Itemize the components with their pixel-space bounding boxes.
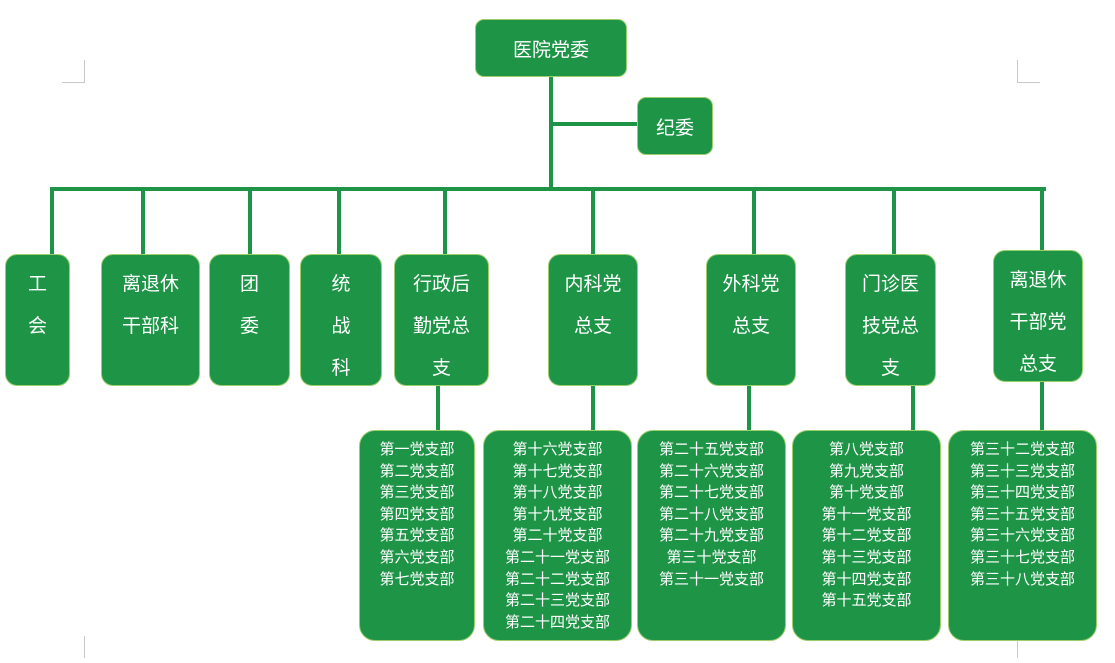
dept-label-line: 支 <box>880 357 900 379</box>
dept-label-line: 委 <box>239 315 259 337</box>
dept-node-internal-medicine[interactable]: 内科党总支 <box>548 254 638 386</box>
connector-line <box>591 386 595 430</box>
dept-label-line: 会 <box>27 315 47 337</box>
branch-item: 第二十六党支部 <box>658 461 764 480</box>
branch-item: 第三十党支部 <box>666 547 757 566</box>
branch-item: 第三十六党支部 <box>969 526 1075 545</box>
dept-node-youth-league[interactable]: 团委 <box>209 254 290 386</box>
connector-line <box>591 189 595 254</box>
branch-item: 第二十三党支部 <box>504 591 610 610</box>
branch-item: 第二十党支部 <box>512 526 603 545</box>
branch-group-surgery[interactable]: 第二十五党支部第二十六党支部第二十七党支部第二十八党支部第二十九党支部第三十党支… <box>637 430 786 641</box>
branch-item: 第二十九党支部 <box>658 526 764 545</box>
branch-item: 第二十一党支部 <box>504 547 610 566</box>
branch-item: 第三十七党支部 <box>969 547 1075 566</box>
connector-line <box>50 189 54 254</box>
connector-line <box>911 386 915 430</box>
dept-label-line: 战 <box>331 315 351 337</box>
dept-node-outpatient-tech[interactable]: 门诊医技党总支 <box>845 254 936 386</box>
crop-mark <box>1017 60 1040 83</box>
dept-node-admin-logistics[interactable]: 行政后勤党总支 <box>394 254 489 386</box>
branch-item: 第二十七党支部 <box>658 483 764 502</box>
dept-label-line: 团 <box>239 273 259 295</box>
branch-item: 第十八党支部 <box>512 483 603 502</box>
branch-item: 第一党支部 <box>379 440 455 458</box>
branch-item: 第二党支部 <box>379 461 455 480</box>
connector-line <box>436 386 440 430</box>
dept-label-line: 支 <box>431 357 451 379</box>
connector-line <box>551 122 638 126</box>
dept-label-line: 勤党总 <box>412 315 470 337</box>
branch-item: 第十一党支部 <box>821 504 912 523</box>
branch-item: 第十七党支部 <box>512 461 603 480</box>
dept-label-line: 行政后 <box>412 273 470 295</box>
connector-line <box>752 189 756 254</box>
crop-mark <box>1017 636 1040 658</box>
dept-label-line: 内科党 <box>564 273 622 295</box>
branch-item: 第三党支部 <box>379 483 455 502</box>
branch-group-outpatient-tech[interactable]: 第八党支部第九党支部第十党支部第十一党支部第十二党支部第十三党支部第十四党支部第… <box>792 430 941 641</box>
branch-item: 第三十五党支部 <box>969 504 1075 523</box>
crop-mark <box>62 636 85 658</box>
branch-item: 第十三党支部 <box>821 547 912 566</box>
branch-item: 第八党支部 <box>828 440 904 458</box>
branch-item: 第十二党支部 <box>821 526 912 545</box>
dept-label-line: 干部党 <box>1009 311 1067 333</box>
dept-label-line: 离退休 <box>1009 269 1067 291</box>
root-label: 医院党委 <box>512 38 589 61</box>
discipline-node[interactable]: 纪委 <box>637 97 713 155</box>
crop-mark <box>62 60 85 83</box>
dept-label-line: 总支 <box>731 315 770 337</box>
dept-label-line: 总支 <box>1018 353 1057 375</box>
connector-line <box>443 189 447 254</box>
branch-item: 第十党支部 <box>828 483 904 502</box>
branch-group-internal-medicine[interactable]: 第十六党支部第十七党支部第十八党支部第十九党支部第二十党支部第二十一党支部第二十… <box>483 430 632 641</box>
dept-node-surgery[interactable]: 外科党总支 <box>706 254 796 386</box>
branch-item: 第十九党支部 <box>512 504 603 523</box>
branch-item: 第二十五党支部 <box>658 440 764 458</box>
branch-group-admin-logistics[interactable]: 第一党支部第二党支部第三党支部第四党支部第五党支部第六党支部第七党支部 <box>359 430 475 641</box>
dept-label-line: 干部科 <box>121 315 179 337</box>
dept-label-line: 科 <box>331 357 351 379</box>
connector-line <box>50 187 1046 191</box>
dept-label-line: 统 <box>331 273 351 295</box>
connector-line <box>549 76 553 191</box>
branch-item: 第三十八党支部 <box>969 569 1075 588</box>
branch-item: 第四党支部 <box>379 504 455 523</box>
dept-label-line: 技党总 <box>861 315 919 337</box>
dept-label-line: 总支 <box>573 315 612 337</box>
dept-node-retired-cadre-dept[interactable]: 离退休干部科 <box>101 254 200 386</box>
branch-item: 第十五党支部 <box>821 591 912 610</box>
branch-item: 第六党支部 <box>379 547 455 566</box>
connector-line <box>1040 382 1044 430</box>
branch-item: 第十六党支部 <box>512 440 603 458</box>
connector-line <box>248 189 252 254</box>
dept-label-line: 离退休 <box>121 273 179 295</box>
dept-node-union[interactable]: 工会 <box>5 254 70 386</box>
branch-item: 第五党支部 <box>379 526 455 545</box>
dept-label-line: 外科党 <box>722 273 780 295</box>
dept-label-line: 门诊医 <box>861 273 919 295</box>
root-node[interactable]: 医院党委 <box>475 19 627 77</box>
branch-item: 第二十八党支部 <box>658 504 764 523</box>
branch-item: 第七党支部 <box>379 569 455 588</box>
connector-line <box>1040 189 1044 250</box>
branch-item: 第三十四党支部 <box>969 483 1075 502</box>
branch-item: 第九党支部 <box>828 461 904 480</box>
connector-line <box>747 386 751 430</box>
connector-line <box>892 189 896 254</box>
dept-node-united-front[interactable]: 统战科 <box>300 254 382 386</box>
discipline-label: 纪委 <box>655 116 694 139</box>
connector-line <box>141 189 145 254</box>
branch-item: 第三十三党支部 <box>969 461 1075 480</box>
branch-item: 第二十四党支部 <box>504 612 610 631</box>
branch-item: 第十四党支部 <box>821 569 912 588</box>
dept-label-line: 工 <box>27 273 47 295</box>
branch-item: 第二十二党支部 <box>504 569 610 588</box>
dept-node-retired-cadre-branch[interactable]: 离退休干部党总支 <box>993 250 1083 382</box>
branch-item: 第三十一党支部 <box>658 569 764 588</box>
connector-line <box>337 189 341 254</box>
branch-item: 第三十二党支部 <box>969 440 1075 458</box>
branch-group-retired-cadre-branch[interactable]: 第三十二党支部第三十三党支部第三十四党支部第三十五党支部第三十六党支部第三十七党… <box>948 430 1097 641</box>
